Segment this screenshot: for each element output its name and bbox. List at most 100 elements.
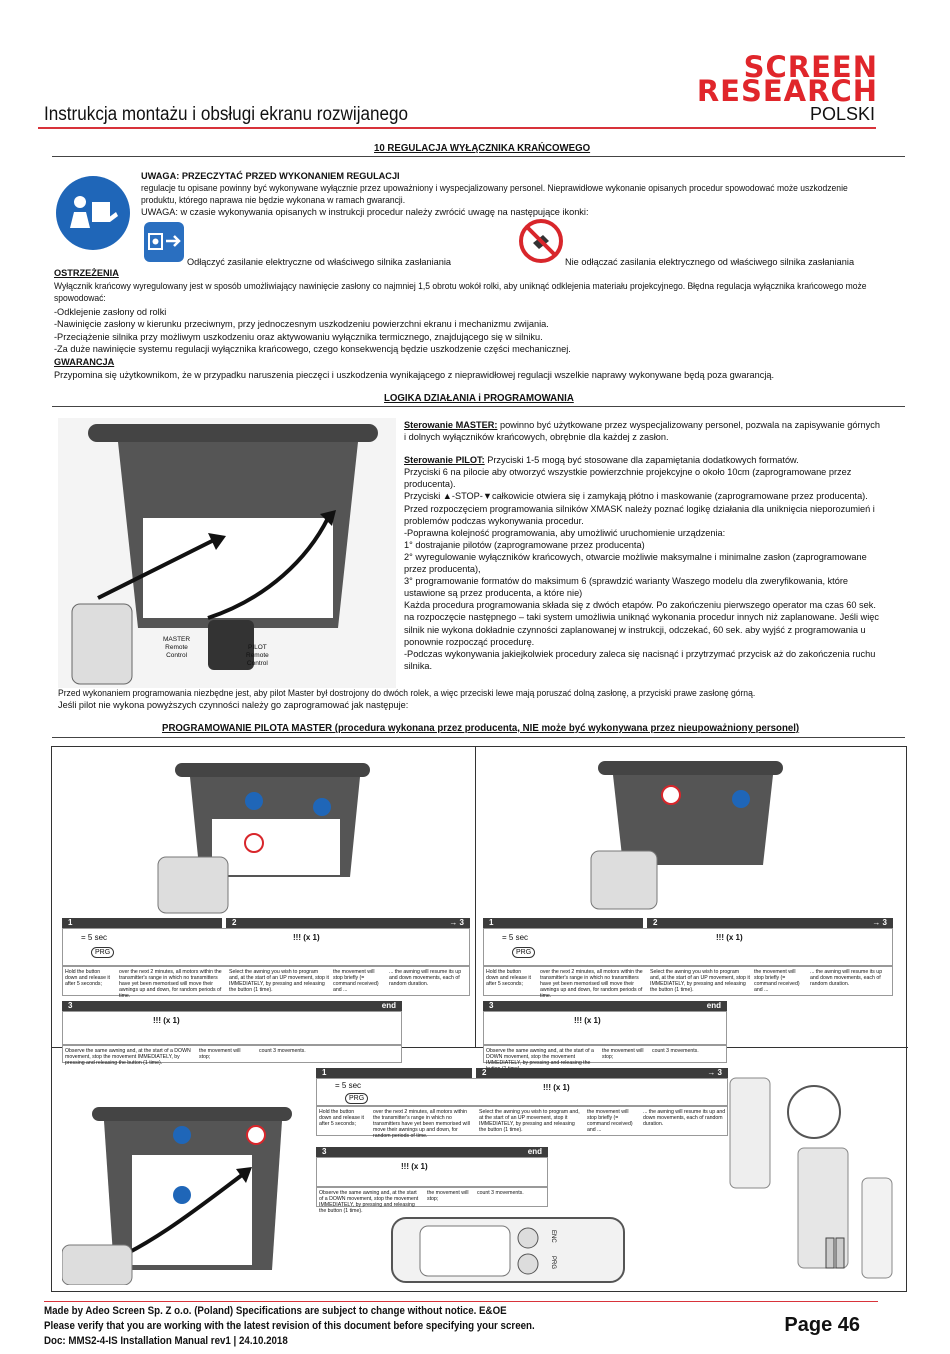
warning-item: -Nawinięcie zasłony w kierunku przeciwny… (54, 319, 549, 329)
logic-paragraph: Każda procedura programowania składa się… (404, 600, 879, 647)
page-number: Page 46 (784, 1314, 860, 1336)
section-rule (52, 737, 905, 738)
panel-divider (52, 1047, 908, 1048)
step-cell: Hold the button down and release it afte… (65, 969, 110, 987)
caution-title: UWAGA: PRZECZYTAĆ PRZED WYKONANIEM REGUL… (141, 171, 400, 181)
logic-text-column: Sterowanie MASTER: powinno być użytkowan… (404, 419, 880, 672)
step-3-icons-row: !!! (x 1) (483, 1011, 727, 1045)
press-once-label: !!! (x 1) (401, 1162, 428, 1171)
footer-line-2: Please verify that you are working with … (44, 1320, 535, 1332)
do-not-disconnect-icon (519, 219, 563, 263)
section-heading-master-programming: PROGRAMOWANIE PILOTA MASTER (procedura w… (162, 722, 800, 734)
step-cell: Select the awning you wish to program an… (479, 1109, 580, 1133)
section-heading-limit-switch: 10 REGULACJA WYŁĄCZNIKA KRAŃCOWEGO (374, 142, 591, 154)
step-1-header: 1 (483, 918, 643, 928)
step-strip-bottom: 1 2→ 3 = 5 sec PRG !!! (x 1) Hold the bu… (316, 1068, 728, 1178)
step-cell: ... the awning will resume its up and do… (810, 969, 883, 987)
step-cell: over the next 2 minutes, all motors with… (540, 969, 643, 999)
disconnect-power-icon (144, 222, 184, 262)
warranty-heading: GWARANCJA (54, 357, 115, 367)
warning-item: -Za duże nawinięcie systemu regulacji wy… (54, 344, 571, 354)
step-3-icons-row: !!! (x 1) (62, 1011, 402, 1045)
disconnect-power-label: Odłączyć zasilanie elektryczne od właści… (187, 257, 452, 267)
step-3-icons-row: !!! (x 1) (316, 1157, 548, 1187)
press-once-label: !!! (x 1) (574, 1016, 601, 1025)
enc-label: ENC (550, 1230, 556, 1243)
step-cell: Observe the same awning and, at the star… (65, 1048, 191, 1066)
header-divider (38, 127, 876, 129)
panel-divider (475, 747, 476, 1047)
press-once-label: !!! (x 1) (716, 933, 743, 942)
closing-note-1: Przed wykonaniem programowania niezbędne… (58, 688, 756, 698)
footer-divider (44, 1301, 878, 1302)
step-text-row: Hold the button down and release it afte… (62, 966, 470, 999)
page-title: Instrukcja montażu i obsługi ekranu rozw… (44, 104, 409, 125)
press-once-label: !!! (x 1) (153, 1016, 180, 1025)
read-manual-icon (56, 176, 130, 250)
warning-item: -Odklejenie zasłony od rolki (54, 307, 167, 317)
remote-open-illustration: ENC PRG (390, 1212, 626, 1286)
step-2-header: 2→ 3 (476, 1068, 728, 1078)
logic-paragraph: 1° dostrajanie pilotów (zaprogramowane p… (404, 539, 645, 550)
logic-paragraph: -Podczas wykonywania jakiejkolwiek proce… (404, 648, 876, 671)
step-strip-right: 1 2→ 3 = 5 sec PRG !!! (x 1) Hold the bu… (483, 918, 893, 1028)
warnings-heading: OSTRZEŻENIA (54, 268, 119, 278)
step-1-header: 1 (62, 918, 222, 928)
icons-note: UWAGA: w czasie wykonywania opisanych w … (141, 207, 589, 217)
language-label: POLSKI (809, 104, 875, 124)
logic-paragraph: Przed rozpoczęciem programowania silnikó… (404, 503, 875, 526)
step-text-row: Hold the button down and release it afte… (316, 1106, 728, 1139)
do-not-disconnect-label: Nie odłączać zasilania elektrycznego od … (565, 257, 855, 267)
timer-label: = 5 sec (81, 933, 108, 942)
step-cell: count 3 movements. (477, 1190, 524, 1196)
step-2-header: 2→ 3 (647, 918, 893, 928)
step-cell: the movement will stop; (199, 1048, 241, 1060)
step-icons-row: = 5 sec PRG !!! (x 1) (316, 1078, 728, 1106)
timer-label: = 5 sec (502, 933, 529, 942)
section-rule (52, 156, 905, 157)
step-cell: count 3 movements. (652, 1048, 699, 1054)
step-cell: Hold the button down and release it afte… (319, 1109, 364, 1127)
prg-button-label: PRG (91, 947, 115, 958)
step-cell: the movement will stop; (427, 1190, 469, 1202)
step-cell: the movement will stop briefly (= comman… (587, 1109, 633, 1133)
remote-battery-illustration (722, 1068, 898, 1288)
step-cell: over the next 2 minutes, all motors with… (373, 1109, 470, 1139)
step-text-row: Hold the button down and release it afte… (483, 966, 893, 999)
step-cell: Select the awning you wish to program an… (650, 969, 750, 993)
step-cell: over the next 2 minutes, all motors with… (119, 969, 222, 999)
press-once-label: !!! (x 1) (543, 1083, 570, 1092)
pilot-remote-caption: PILOT Remote Control (246, 644, 269, 667)
step-3-text-row: Observe the same awning and, at the star… (483, 1045, 727, 1072)
step-strip-left: 1 2→ 3 = 5 sec PRG !!! (x 1) Hold the bu… (62, 918, 470, 1028)
brand-line-1: SCREEN (743, 50, 878, 84)
warranty-text: Przypomina się użytkownikom, że w przypa… (54, 370, 775, 380)
step-cell: Select the awning you wish to program an… (229, 969, 329, 993)
step-3-text-row: Observe the same awning and, at the star… (62, 1045, 402, 1066)
footer-line-1: Made by Adeo Screen Sp. Z o.o. (Poland) … (44, 1305, 507, 1317)
step-cell: ... the awning will resume its up and do… (389, 969, 462, 987)
logic-paragraph: -Poprawna kolejność programowania, aby u… (404, 527, 726, 538)
master-remote-caption: MASTER Remote Control (163, 636, 191, 659)
step-1-header: 1 (316, 1068, 472, 1078)
warning-item: -Przeciążenie silnika przy możliwym uszk… (54, 332, 543, 342)
caution-text: regulacje tu opisane powinny być wykonyw… (141, 183, 848, 206)
section-heading-logic: LOGIKA DZIAŁANIA i PROGRAMOWANIA (384, 392, 574, 404)
logic-paragraph: 2° wyregulowanie wyłączników krańcowych,… (404, 551, 867, 575)
screen-illustration-disconnect (150, 757, 380, 917)
step-icons-row: = 5 sec PRG !!! (x 1) (483, 928, 893, 966)
closing-note-2: Jeśli pilot nie wykona powyższych czynno… (58, 700, 409, 710)
logic-paragraph: Przyciski ▲-STOP-▼całkowicie otwiera się… (404, 491, 868, 502)
screen-illustration-reconnect (61, 1095, 302, 1286)
prg-button-label: PRG (345, 1093, 369, 1104)
warnings-text: Wyłącznik krańcowy wyregulowany jest w s… (54, 281, 867, 304)
step-cell: the movement will stop briefly (= comman… (754, 969, 800, 993)
timer-label: = 5 sec (335, 1081, 362, 1090)
step-cell: count 3 movements. (259, 1048, 306, 1054)
